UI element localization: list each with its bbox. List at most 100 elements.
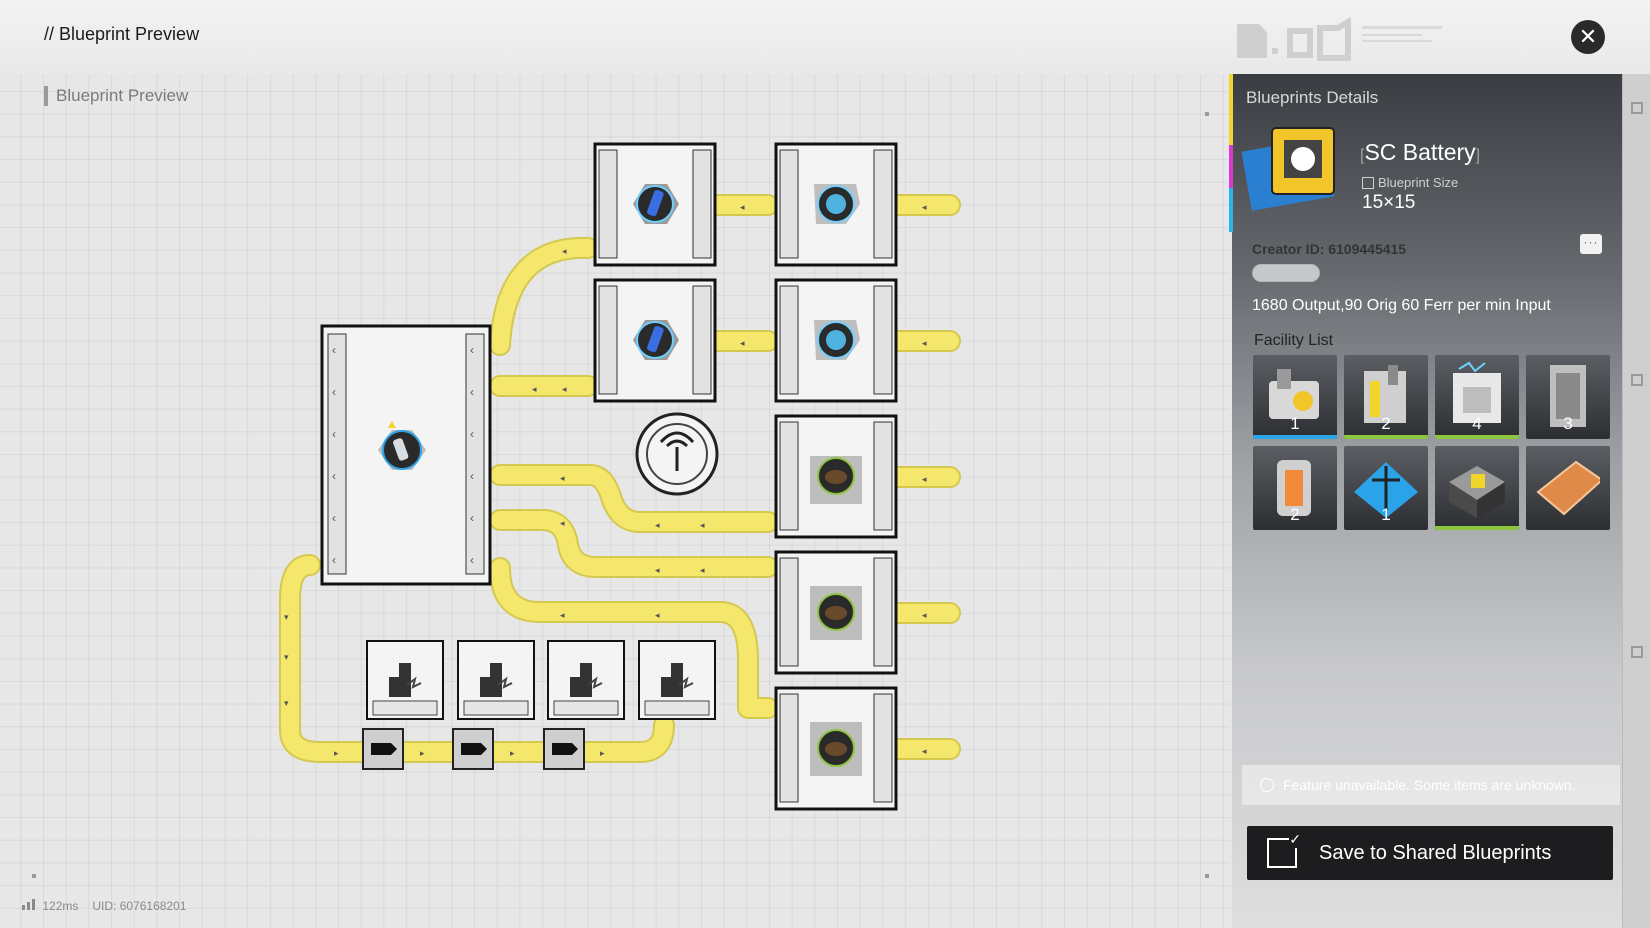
facility-list-title: Facility List xyxy=(1254,332,1334,349)
refinery-machine-icon xyxy=(1269,369,1319,419)
facility-tile[interactable] xyxy=(1435,446,1519,530)
facility-tile[interactable] xyxy=(1526,446,1610,530)
ping-value: 122ms xyxy=(42,899,79,913)
svg-text:‹: ‹ xyxy=(332,427,336,441)
facility-tile[interactable]: 2 xyxy=(1344,355,1428,439)
blueprint-size-value: 15×15 xyxy=(1362,192,1416,213)
ping-indicator: 122ms xyxy=(22,899,78,913)
svg-text:‹: ‹ xyxy=(470,469,474,483)
machine-b3 xyxy=(774,414,898,539)
svg-text:◂: ◂ xyxy=(560,610,565,620)
facility-count: 4 xyxy=(1472,414,1482,433)
svg-text:‹: ‹ xyxy=(332,511,336,525)
facility-count: 1 xyxy=(1290,414,1300,433)
svg-text:◂: ◂ xyxy=(560,473,565,483)
page-title: // Blueprint Preview xyxy=(44,24,200,44)
svg-text:‹: ‹ xyxy=(470,553,474,567)
more-options-button[interactable]: ··· xyxy=(1580,234,1602,254)
edit-icon[interactable] xyxy=(1631,374,1643,386)
machine-a2 xyxy=(593,278,717,403)
facility-count: 2 xyxy=(1290,505,1300,524)
svg-text:▾: ▾ xyxy=(284,652,289,662)
uid-label: UID: 6076168201 xyxy=(92,899,187,913)
edit-icon[interactable] xyxy=(1631,102,1643,114)
svg-text:‹: ‹ xyxy=(470,343,474,357)
facility-count: 3 xyxy=(1563,414,1573,433)
svg-text:◂: ◂ xyxy=(922,746,927,756)
like-toggle[interactable] xyxy=(1252,264,1320,282)
facility-tile[interactable]: 1 xyxy=(1344,446,1428,530)
panel-side-strip xyxy=(1622,74,1650,928)
status-bar: 122ms UID: 6076168201 xyxy=(22,899,186,913)
svg-text:◂: ◂ xyxy=(655,565,660,575)
panel-title: Blueprints Details xyxy=(1246,88,1379,107)
svg-text:▸: ▸ xyxy=(334,748,339,758)
machine-b5 xyxy=(774,686,898,811)
svg-text:‹: ‹ xyxy=(470,427,474,441)
splitter-2 xyxy=(452,728,494,770)
accent-bar xyxy=(1229,74,1233,232)
svg-text:▾: ▾ xyxy=(284,698,289,708)
power-unit-4 xyxy=(638,640,716,720)
svg-text:◂: ◂ xyxy=(922,202,927,212)
save-blueprint-icon xyxy=(1267,831,1301,868)
svg-text:◂: ◂ xyxy=(740,202,745,212)
svg-text:◂: ◂ xyxy=(562,384,567,394)
machine-b4 xyxy=(774,550,898,675)
size-icon xyxy=(1362,176,1374,189)
depot-box-icon xyxy=(1449,466,1505,518)
svg-text:‹: ‹ xyxy=(470,511,474,525)
svg-text:◂: ◂ xyxy=(922,338,927,348)
svg-text:‹: ‹ xyxy=(332,553,336,567)
svg-text:◂: ◂ xyxy=(740,338,745,348)
svg-text:◂: ◂ xyxy=(655,520,660,530)
large-machine: ‹‹‹‹‹‹ ‹‹‹‹‹‹ xyxy=(320,324,492,586)
svg-text:◂: ◂ xyxy=(700,565,705,575)
relay-tower-icon xyxy=(1354,462,1418,518)
relay-tower xyxy=(635,412,719,496)
floor-plate-icon xyxy=(1536,460,1600,516)
svg-text:‹: ‹ xyxy=(332,385,336,399)
facility-status-bar xyxy=(1253,435,1337,439)
facility-tile[interactable]: 2 xyxy=(1253,446,1337,530)
close-button[interactable]: ✕ xyxy=(1571,20,1605,54)
svg-text:◂: ◂ xyxy=(560,518,565,528)
facility-status-bar xyxy=(1435,526,1519,530)
svg-text:◂: ◂ xyxy=(922,610,927,620)
svg-text:▸: ▸ xyxy=(420,748,425,758)
conveyor-belts: ◂◂◂ ◂◂◂ ◂◂◂ ◂◂ ▾▾▾ ▸▸▸▸ ◂◂ ◂◂◂◂◂ xyxy=(279,194,961,763)
signal-icon xyxy=(22,899,35,910)
blueprint-diagram: ◂◂◂ ◂◂◂ ◂◂◂ ◂◂ ▾▾▾ ▸▸▸▸ ◂◂ ◂◂◂◂◂ ‹‹‹‹‹‹ … xyxy=(32,112,1209,878)
splitter-3 xyxy=(543,728,585,770)
facility-count: 2 xyxy=(1381,414,1391,433)
creator-id: Creator ID: 6109445415 xyxy=(1252,241,1407,257)
svg-text:◂: ◂ xyxy=(700,520,705,530)
facility-tile[interactable]: 1 xyxy=(1253,355,1337,439)
blueprint-name-text: SC Battery xyxy=(1364,139,1476,165)
machine-b2 xyxy=(774,278,898,403)
blueprint-book-icon xyxy=(1242,127,1335,211)
svg-text:▾: ▾ xyxy=(284,612,289,622)
blueprint-size-label: Blueprint Size xyxy=(1362,175,1458,190)
filling-unit-icon xyxy=(1453,361,1501,423)
facility-list: 1 2 4 3 2 1 xyxy=(1253,355,1610,530)
svg-text:▸: ▸ xyxy=(510,748,515,758)
blueprint-name: [SC Battery] xyxy=(1360,139,1481,165)
edit-icon[interactable] xyxy=(1631,646,1643,658)
facility-tile[interactable]: 3 xyxy=(1526,355,1610,439)
power-unit-1 xyxy=(366,640,444,720)
facility-status-bar xyxy=(1435,435,1519,439)
thermal-bank-icon xyxy=(1277,460,1311,516)
save-to-shared-button[interactable]: Save to Shared Blueprints xyxy=(1247,826,1613,880)
splitter-1 xyxy=(362,728,404,770)
grinder-machine-icon xyxy=(1364,365,1406,423)
warning-row: Feature unavailable. Some items are unkn… xyxy=(1242,765,1620,805)
machine-b1 xyxy=(774,142,898,267)
facility-tile[interactable]: 4 xyxy=(1435,355,1519,439)
svg-text:‹: ‹ xyxy=(332,469,336,483)
warning-text: Feature unavailable. Some items are unkn… xyxy=(1283,777,1576,793)
header-bar: // Blueprint Preview ✕ xyxy=(0,0,1650,74)
facility-status-bar xyxy=(1344,435,1428,439)
blueprint-size-label-text: Blueprint Size xyxy=(1378,175,1459,190)
power-unit-3 xyxy=(547,640,625,720)
